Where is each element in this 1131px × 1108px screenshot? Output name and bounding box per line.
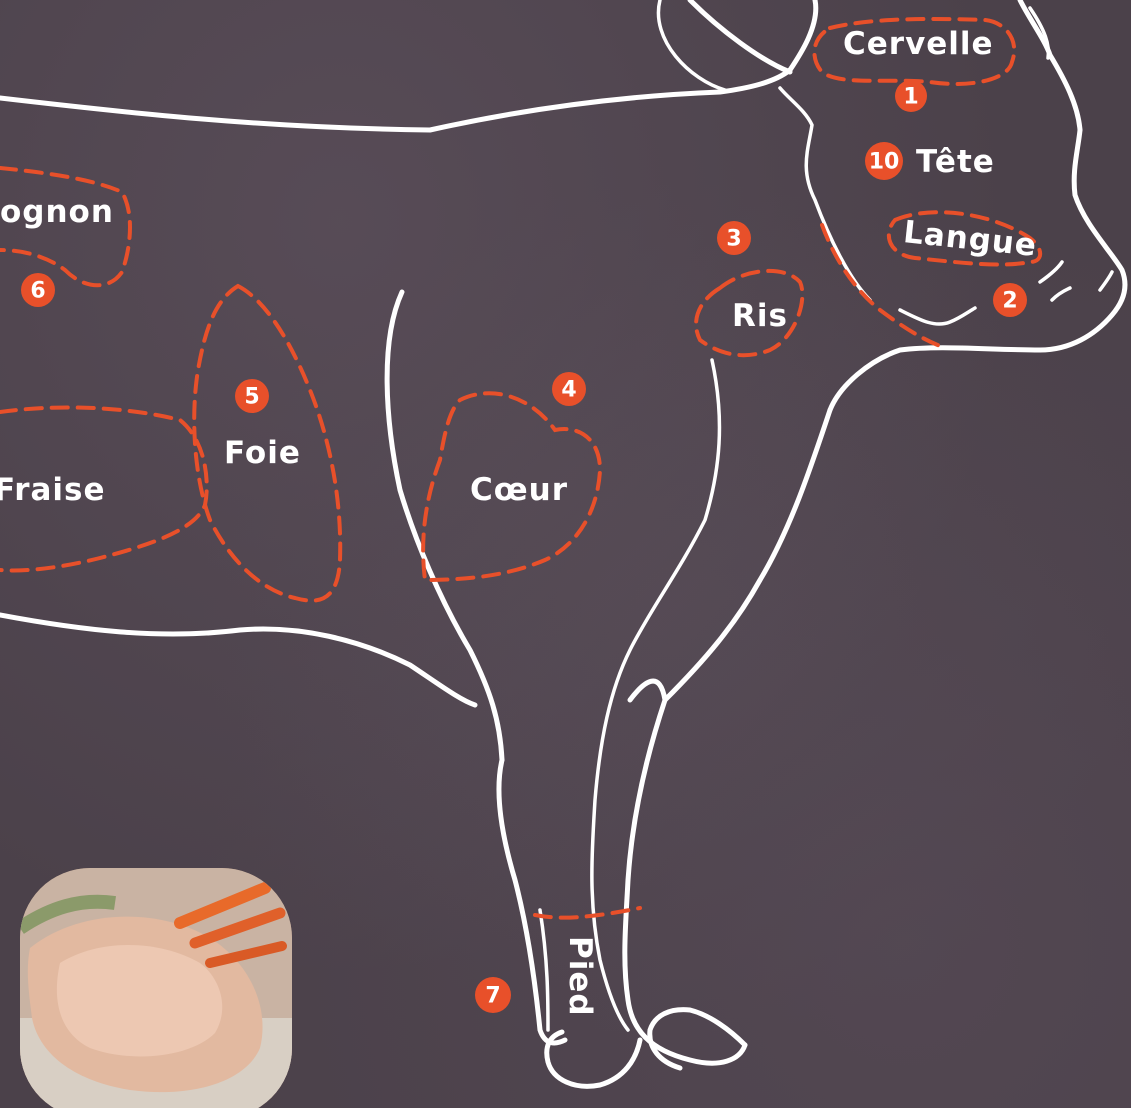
badge-5: 5 [235,379,269,413]
svg-text:4: 4 [561,378,576,403]
badge-2: 2 [993,283,1027,317]
label-langue: Langue [902,214,1039,264]
svg-text:6: 6 [30,279,45,304]
svg-text:1: 1 [903,85,918,110]
label-rognon: ognon [0,194,114,230]
badge-10: 10 [865,142,903,180]
label-cervelle: Cervelle [843,26,994,62]
badge-6: 6 [21,273,55,307]
label-ris: Ris [732,298,788,334]
badge-3: 3 [717,221,751,255]
svg-text:2: 2 [1002,289,1017,314]
label-foie: Foie [224,435,301,471]
label-coeur: Cœur [470,472,568,508]
photo-illustration [20,868,292,1108]
svg-text:5: 5 [244,385,259,410]
label-tete: Tête [916,144,995,180]
badge-1: 1 [895,80,927,112]
svg-text:10: 10 [869,150,900,175]
svg-text:3: 3 [726,227,741,252]
label-pied: Pied [562,936,598,1017]
badge-7: 7 [475,977,511,1013]
veal-tongue-photo [20,868,292,1108]
svg-text:7: 7 [485,984,500,1009]
badge-4: 4 [552,372,586,406]
label-fraise: Fraise [0,472,106,508]
